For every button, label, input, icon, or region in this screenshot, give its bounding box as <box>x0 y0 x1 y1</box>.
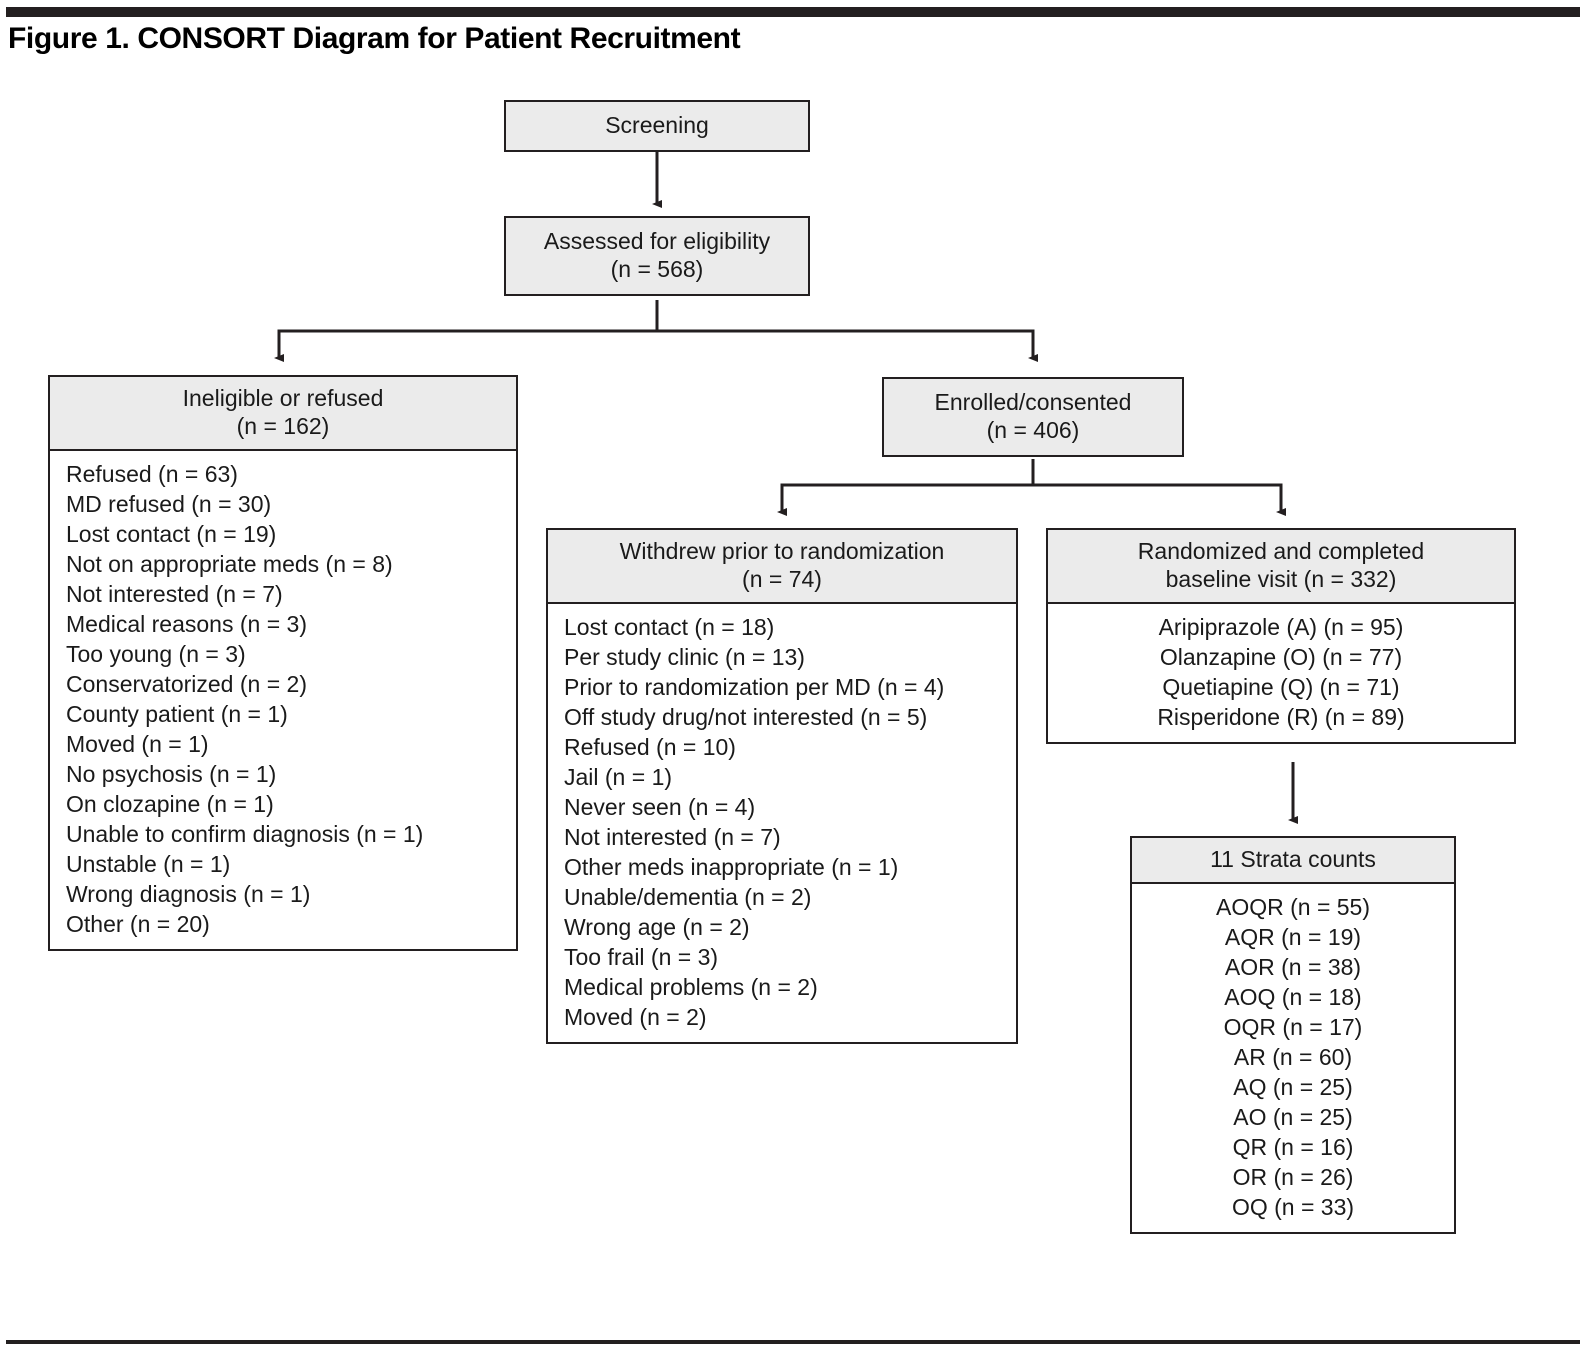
list-item: Other (n = 20) <box>66 911 210 938</box>
list-item: Not interested (n = 7) <box>66 581 283 608</box>
node-enrolled-label: Enrolled/consented <box>934 389 1132 415</box>
list-item: AOR (n = 38) <box>1224 954 1362 981</box>
list-item: Aripiprazole (A) (n = 95) <box>1158 614 1404 641</box>
node-ineligible-or-refused: Ineligible or refused (n = 162) Refused … <box>48 375 519 953</box>
list-item: AO (n = 25) <box>1233 1104 1353 1131</box>
node-assessed-label: Assessed for eligibility <box>543 228 771 254</box>
node-randomized-completed-baseline: Randomized and completed baseline visit … <box>1046 528 1517 746</box>
list-item: Unable to confirm diagnosis (n = 1) <box>66 821 424 848</box>
list-item: Olanzapine (O) (n = 77) <box>1159 644 1403 671</box>
list-item: Wrong diagnosis (n = 1) <box>66 881 311 908</box>
node-assessed-for-eligibility: Assessed for eligibility (n = 568) <box>504 216 811 298</box>
node-withdrew-header: Withdrew prior to randomization (n = 74) <box>548 530 1016 605</box>
list-item: County patient (n = 1) <box>66 701 288 728</box>
list-item: Off study drug/not interested (n = 5) <box>564 704 928 731</box>
list-item: Per study clinic (n = 13) <box>564 644 805 671</box>
list-item: AOQ (n = 18) <box>1224 984 1362 1011</box>
list-item: Risperidone (R) (n = 89) <box>1157 704 1405 731</box>
list-item: Prior to randomization per MD (n = 4) <box>564 674 945 701</box>
list-item: QR (n = 16) <box>1232 1134 1354 1161</box>
list-item: Conservatorized (n = 2) <box>66 671 307 698</box>
node-withdrew-count: (n = 74) <box>742 566 822 593</box>
node-strata-counts: 11 Strata counts AOQR (n = 55) AQR (n = … <box>1130 836 1457 1236</box>
list-item: AOQR (n = 55) <box>1215 894 1371 921</box>
list-item: Moved (n = 2) <box>564 1004 707 1031</box>
node-randomized-header: Randomized and completed baseline visit … <box>1048 530 1514 605</box>
node-ineligible-label: Ineligible or refused <box>182 385 384 411</box>
bottom-rule <box>6 1340 1580 1344</box>
list-item: No psychosis (n = 1) <box>66 761 277 788</box>
list-item: OQ (n = 33) <box>1231 1194 1355 1221</box>
node-withdrew-label: Withdrew prior to randomization <box>619 538 945 564</box>
node-screening-header: Screening <box>506 102 808 151</box>
node-randomized-drug-list: Aripiprazole (A) (n = 95) Olanzapine (O)… <box>1048 604 1514 742</box>
node-screening: Screening <box>504 100 811 154</box>
list-item: OQR (n = 17) <box>1223 1014 1363 1041</box>
list-item: Moved (n = 1) <box>66 731 209 758</box>
list-item: On clozapine (n = 1) <box>66 791 274 818</box>
list-item: AQ (n = 25) <box>1233 1074 1353 1101</box>
list-item: AR (n = 60) <box>1233 1044 1353 1071</box>
node-strata-header: 11 Strata counts <box>1132 838 1454 885</box>
list-item: OR (n = 26) <box>1232 1164 1354 1191</box>
list-item: Too frail (n = 3) <box>564 944 719 971</box>
list-item: AQR (n = 19) <box>1224 924 1362 951</box>
node-ineligible-reason-list: Refused (n = 63) MD refused (n = 30) Los… <box>50 451 516 949</box>
list-item: Lost contact (n = 19) <box>66 521 277 548</box>
node-screening-label: Screening <box>605 112 709 138</box>
list-item: Refused (n = 10) <box>564 734 736 761</box>
node-enrolled-consented: Enrolled/consented (n = 406) <box>882 377 1185 459</box>
node-assessed-header: Assessed for eligibility (n = 568) <box>506 218 808 295</box>
node-enrolled-header: Enrolled/consented (n = 406) <box>884 379 1182 456</box>
list-item: Not interested (n = 7) <box>564 824 781 851</box>
node-ineligible-header: Ineligible or refused (n = 162) <box>50 377 516 452</box>
list-item: Quetiapine (Q) (n = 71) <box>1162 674 1400 701</box>
list-item: Medical reasons (n = 3) <box>66 611 307 638</box>
list-item: Not on appropriate meds (n = 8) <box>66 551 393 578</box>
list-item: Never seen (n = 4) <box>564 794 756 821</box>
node-enrolled-count: (n = 406) <box>986 417 1080 444</box>
list-item: Medical problems (n = 2) <box>564 974 818 1001</box>
list-item: Unstable (n = 1) <box>66 851 231 878</box>
list-item: Unable/dementia (n = 2) <box>564 884 812 911</box>
list-item: Lost contact (n = 18) <box>564 614 775 641</box>
node-strata-list: AOQR (n = 55) AQR (n = 19) AOR (n = 38) … <box>1132 884 1454 1232</box>
list-item: Jail (n = 1) <box>564 764 673 791</box>
figure-title: Figure 1. CONSORT Diagram for Patient Re… <box>8 22 741 55</box>
list-item: Refused (n = 63) <box>66 461 238 488</box>
node-ineligible-count: (n = 162) <box>236 413 330 440</box>
list-item: MD refused (n = 30) <box>66 491 272 518</box>
list-item: Wrong age (n = 2) <box>564 914 750 941</box>
list-item: Other meds inappropriate (n = 1) <box>564 854 899 881</box>
node-strata-label: 11 Strata counts <box>1210 846 1376 872</box>
list-item: Too young (n = 3) <box>66 641 246 668</box>
node-withdrew-reason-list: Lost contact (n = 18) Per study clinic (… <box>548 604 1016 1042</box>
top-rule <box>6 7 1580 17</box>
node-randomized-label: Randomized and completed <box>1137 538 1425 564</box>
node-randomized-count: baseline visit (n = 332) <box>1165 566 1397 593</box>
node-assessed-count: (n = 568) <box>610 256 704 283</box>
node-withdrew-prior-to-randomization: Withdrew prior to randomization (n = 74)… <box>546 528 1019 1046</box>
